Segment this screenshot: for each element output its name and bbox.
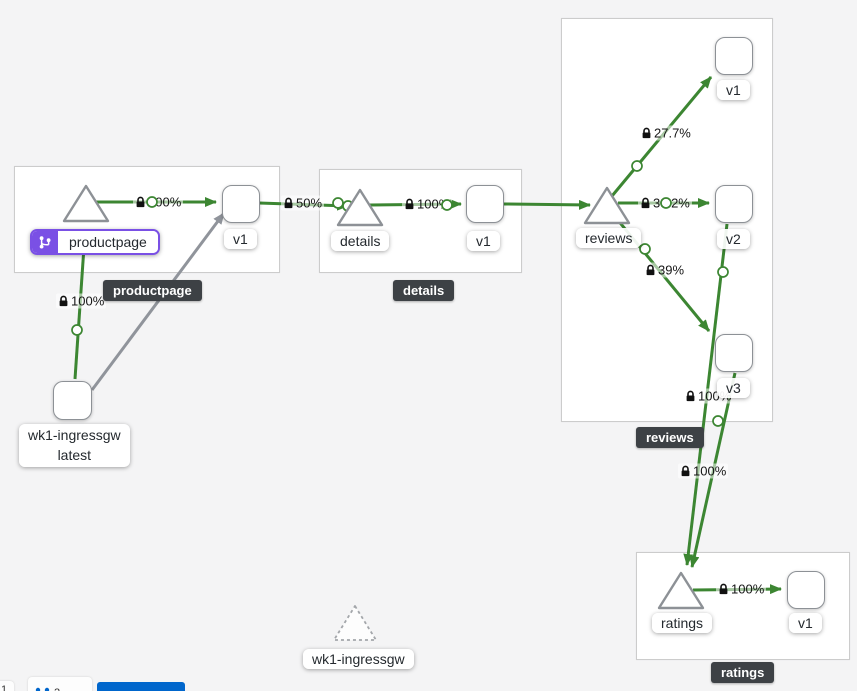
mtls-lock-icon [641, 197, 650, 208]
virtual-service-badge [32, 231, 58, 253]
edge-label-reviews-v3-to-ratings: 100% [678, 463, 729, 479]
node-label-text: v1 [798, 615, 813, 631]
edge-label-details-to-v1: 100% [402, 196, 453, 212]
node-label-text: v2 [726, 231, 741, 247]
node-label-reviews-v1[interactable]: v1 [717, 80, 750, 100]
node-label-version: latest [57, 446, 92, 463]
edge-ingress-to-productpage-v1[interactable] [90, 212, 226, 391]
workload-node-reviews-v3[interactable] [715, 334, 753, 372]
workload-node-reviews-v1[interactable] [715, 37, 753, 75]
edge-percentage: 27.7% [654, 125, 691, 141]
workload-node-details-v1[interactable] [466, 185, 504, 223]
node-label-text: reviews [585, 230, 633, 246]
node-label-text: v1 [476, 233, 491, 249]
service-node-idle-gateway[interactable] [330, 602, 380, 644]
legend-button[interactable] [97, 682, 185, 691]
edge-label-reviews-to-v1: 27.7% [639, 125, 693, 141]
edge-percentage: 100% [731, 581, 765, 597]
node-label-text: wk1-ingressgw [28, 427, 121, 443]
node-label-details-v1[interactable]: v1 [467, 231, 500, 251]
traffic-dot [146, 196, 158, 208]
node-label-reviews-v2[interactable]: v2 [717, 229, 750, 249]
edge-percentage: 39% [658, 262, 685, 278]
edge-percentage: 100% [71, 293, 105, 309]
node-label-productpage[interactable]: productpage [30, 229, 160, 255]
node-label-reviews-v3[interactable]: v3 [717, 378, 750, 398]
traffic-dot [660, 197, 672, 209]
node-label-text: ratings [661, 615, 704, 631]
traffic-dot [631, 160, 643, 172]
group-badge-ratings: ratings [711, 662, 775, 683]
toolbar-chip-count-1[interactable]: 1 [0, 681, 15, 691]
mtls-lock-icon [646, 264, 655, 275]
service-node-reviews[interactable] [581, 184, 633, 226]
toolbar-chip-count-2[interactable]: 2 [28, 677, 92, 691]
traffic-dot [441, 199, 453, 211]
node-label-reviews[interactable]: reviews [576, 228, 642, 248]
workload-node-ratings-v1[interactable] [787, 571, 825, 609]
node-label-text: v3 [726, 380, 741, 396]
node-label-ratings-v1[interactable]: v1 [789, 613, 822, 633]
edge-percentage: 50% [296, 195, 323, 211]
traffic-dot [717, 266, 729, 278]
mtls-lock-icon [686, 390, 695, 401]
traffic-dot [639, 243, 651, 255]
service-node-details[interactable] [334, 186, 386, 228]
group-badge-reviews: reviews [636, 427, 704, 448]
edge-label-ratings-to-v1: 100% [716, 581, 767, 597]
workload-node-reviews-v2[interactable] [715, 185, 753, 223]
node-label-ratings[interactable]: ratings [652, 613, 713, 633]
mtls-lock-icon [405, 198, 414, 209]
toolbar-count: 2 [54, 687, 60, 691]
node-label-productpage-v1[interactable]: v1 [224, 229, 257, 249]
node-label-text: wk1-ingressgw [312, 651, 405, 667]
workload-node-ingressgw[interactable] [53, 381, 92, 420]
graph-icon [35, 687, 50, 691]
mtls-lock-icon [136, 196, 145, 207]
edge-percentage: 100% [693, 463, 727, 479]
mtls-lock-icon [681, 465, 690, 476]
service-node-ratings[interactable] [655, 569, 707, 611]
group-badge-productpage: productpage [103, 280, 202, 301]
node-label-text: v1 [726, 82, 741, 98]
mtls-lock-icon [59, 295, 68, 306]
edge-label-ingress-to-productpage: 100% [56, 293, 107, 309]
node-label-text: details [340, 233, 381, 249]
edge-label-reviews-to-v3: 39% [643, 262, 687, 278]
mtls-lock-icon [642, 127, 651, 138]
node-label-text: v1 [233, 231, 248, 247]
service-node-productpage[interactable] [60, 182, 112, 224]
toolbar-count: 1 [1, 684, 8, 691]
traffic-dot [712, 415, 724, 427]
edge-label-productpage-v1-to-details: 50% [281, 195, 325, 211]
mtls-lock-icon [719, 583, 728, 594]
traffic-dot [71, 324, 83, 336]
edge-details-v1-to-reviews[interactable] [503, 199, 591, 210]
node-label-text: productpage [58, 231, 158, 253]
mtls-lock-icon [284, 197, 293, 208]
group-badge-details: details [393, 280, 455, 301]
node-label-details[interactable]: details [331, 231, 390, 251]
code-branch-icon [39, 235, 51, 248]
node-label-idle-gateway[interactable]: wk1-ingressgw [303, 649, 414, 669]
node-label-ingressgw[interactable]: wk1-ingressgw latest [19, 424, 130, 468]
workload-node-productpage-v1[interactable] [222, 185, 260, 223]
